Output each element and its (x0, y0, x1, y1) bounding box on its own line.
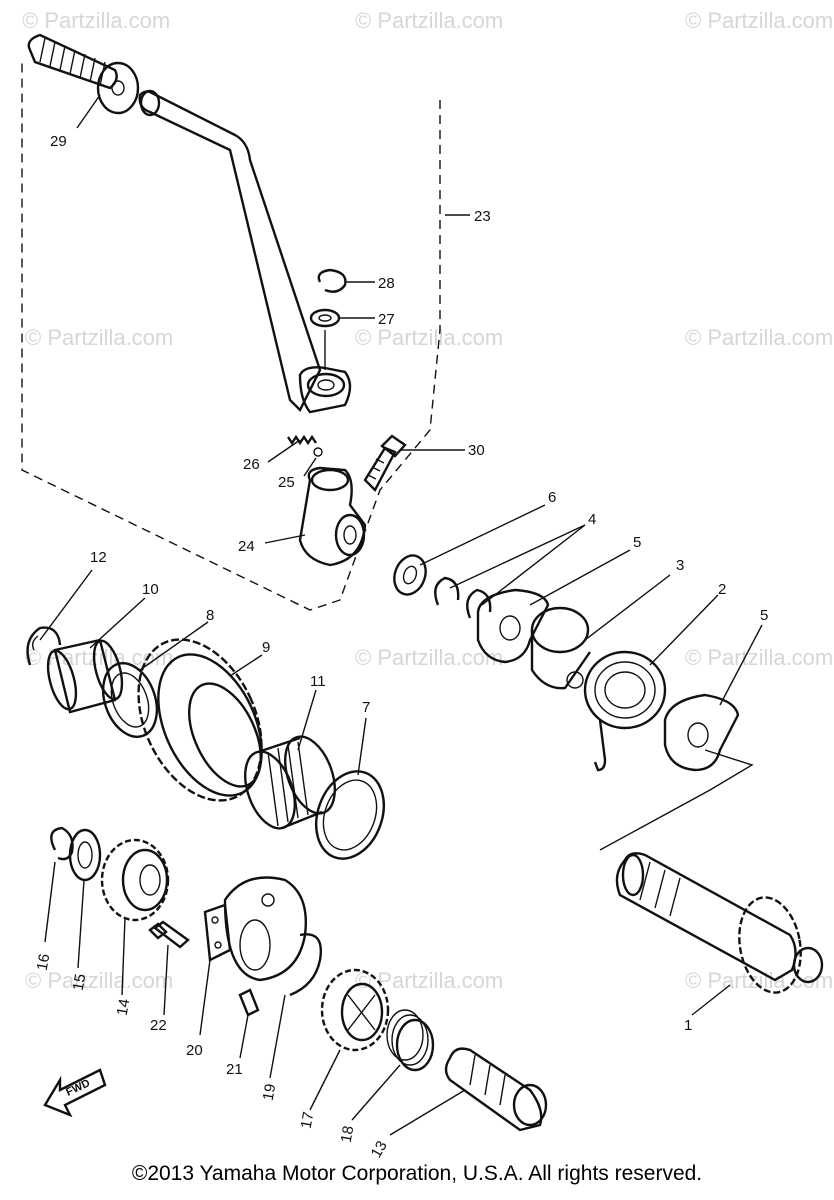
callout-2: 2 (718, 581, 726, 598)
callout-26: 26 (243, 456, 260, 473)
watermark: © Partzilla.com (25, 325, 174, 350)
callout-25: 25 (278, 474, 295, 491)
part-1-kick-shaft (615, 852, 824, 994)
part-3-spring-guide (530, 606, 591, 690)
part-30-bolt (363, 434, 407, 493)
callout-18: 18 (338, 1125, 358, 1144)
part-2-torsion-spring (583, 650, 667, 772)
part-5-plate-lower (663, 693, 740, 772)
fwd-label: FWD (64, 1077, 92, 1098)
callout-3: 3 (676, 557, 684, 574)
callout-10: 10 (142, 581, 159, 598)
watermark: © Partzilla.com (355, 645, 504, 670)
callout-4: 4 (588, 511, 596, 528)
callout-7: 7 (362, 699, 370, 716)
watermark: © Partzilla.com (355, 325, 504, 350)
part-11-ratchet-clip (244, 735, 336, 830)
callout-19: 19 (260, 1083, 280, 1102)
part-28-circlip (317, 268, 347, 293)
part-23-kick-lever (138, 89, 352, 414)
part-9-kick-gear (137, 638, 263, 802)
callout-1: 1 (684, 1017, 692, 1034)
part-4-circlip (434, 576, 492, 619)
watermark: © Partzilla.com (22, 8, 171, 33)
part-8-washer (101, 662, 159, 738)
watermark: © Partzilla.com (355, 8, 504, 33)
callout-5-lower: 5 (760, 607, 768, 624)
part-29-grip (27, 33, 140, 115)
callout-8: 8 (206, 607, 214, 624)
part-19-spring-clip (289, 933, 322, 997)
watermark: © Partzilla.com (355, 968, 504, 993)
watermark: © Partzilla.com (685, 645, 834, 670)
part-12-circlip (26, 626, 62, 666)
callout-15: 15 (70, 973, 90, 992)
watermark: © Partzilla.com (685, 8, 834, 33)
callout-21: 21 (226, 1061, 243, 1078)
watermark: © Partzilla.com (685, 325, 834, 350)
callout-12: 12 (90, 549, 107, 566)
part-15-washer (68, 828, 102, 882)
callout-6: 6 (548, 489, 556, 506)
callout-29: 29 (50, 133, 67, 150)
forward-direction-arrow: FWD (43, 1068, 107, 1118)
callout-9: 9 (262, 639, 270, 656)
callout-16: 16 (34, 953, 54, 972)
part-24-crank-boss (298, 466, 367, 567)
leader-lines (39, 94, 763, 1136)
part-21-pin (238, 988, 260, 1017)
assembly-axis-line (599, 749, 754, 851)
callout-27: 27 (378, 311, 395, 328)
part-16-circlip (50, 826, 74, 861)
callout-11: 11 (310, 673, 326, 690)
callout-labels: 29 23 28 27 26 25 30 24 6 4 5 3 2 5 12 1… (34, 133, 769, 1161)
part-27-washer (309, 308, 341, 328)
part-5-plate (476, 588, 550, 664)
watermark: © Partzilla.com (25, 968, 174, 993)
callout-13: 13 (368, 1138, 391, 1161)
callout-17: 17 (298, 1111, 318, 1130)
part-17-gear (320, 968, 390, 1052)
callout-24: 24 (238, 538, 255, 555)
callout-20: 20 (186, 1042, 203, 1059)
callout-30: 30 (468, 442, 485, 459)
callout-23: 23 (474, 208, 491, 225)
housing-plate (223, 876, 307, 982)
callout-28: 28 (378, 275, 395, 292)
callout-22: 22 (150, 1017, 167, 1034)
assembly-23-outline (21, 60, 441, 611)
copyright-notice: ©2013 Yamaha Motor Corporation, U.S.A. A… (131, 1162, 703, 1185)
part-25-ball (313, 447, 323, 457)
callout-5-upper: 5 (633, 534, 641, 551)
part-13-shaft (444, 1047, 548, 1132)
part-7-washer (315, 770, 385, 860)
part-26-spring (287, 434, 317, 446)
part-14-gear (100, 838, 170, 922)
part-22-bolt (148, 920, 190, 949)
part-6-washer (393, 554, 427, 596)
part-10-bushing (46, 638, 124, 714)
part-18-spring (386, 1009, 435, 1072)
callout-14: 14 (114, 998, 134, 1017)
